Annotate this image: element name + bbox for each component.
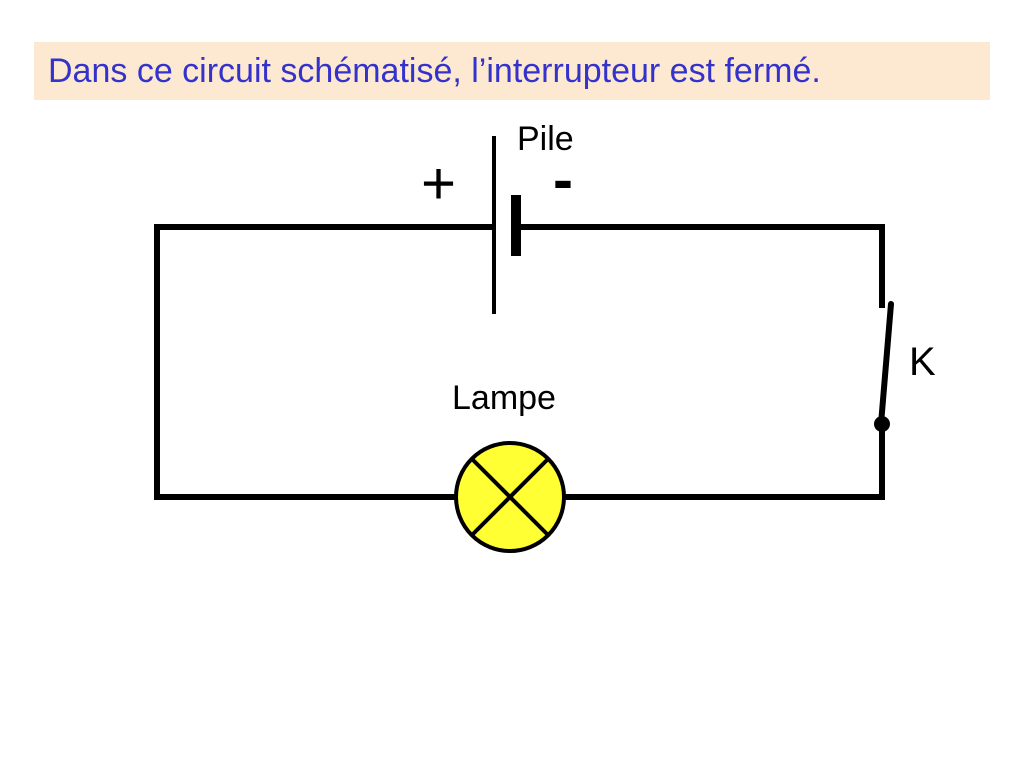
battery-symbol — [492, 136, 521, 314]
positive-terminal-label: + — [421, 150, 457, 217]
lamp-cross-2 — [470, 457, 550, 537]
switch-label: K — [909, 340, 936, 384]
lamp-symbol — [454, 441, 566, 553]
lamp-label: Lampe — [452, 379, 556, 417]
battery-label: Pile — [517, 120, 574, 158]
closed-switch-symbol — [874, 301, 894, 432]
negative-terminal-label: - — [553, 146, 573, 213]
diagram-title: Dans ce circuit schématisé, l’interrupte… — [48, 51, 821, 90]
switch-lever — [878, 301, 894, 427]
wires — [154, 224, 885, 500]
title-banner: Dans ce circuit schématisé, l’interrupte… — [34, 42, 990, 100]
switch-pivot — [874, 416, 890, 432]
